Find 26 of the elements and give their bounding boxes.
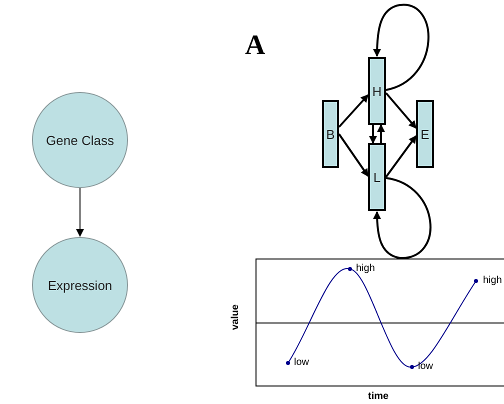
axis-label: time	[368, 391, 389, 402]
point-label: high	[483, 275, 502, 286]
arrow	[373, 177, 432, 259]
point-label: high	[356, 263, 375, 274]
arrow	[377, 124, 385, 143]
node-label: H	[372, 84, 382, 98]
node-label: Expression	[48, 278, 112, 292]
axis-label: value	[230, 304, 241, 330]
arrow	[373, 4, 430, 91]
point-label: low	[418, 361, 434, 372]
arrow	[369, 125, 377, 144]
arrow	[385, 135, 417, 178]
arrow	[338, 94, 369, 128]
node-label: Gene Class	[46, 132, 114, 148]
node-label: E	[420, 126, 430, 142]
node-label: B	[326, 126, 335, 142]
node-label: L	[373, 170, 381, 184]
state-box	[416, 100, 434, 168]
point-label: low	[294, 357, 310, 368]
state-box	[368, 57, 386, 125]
arrow	[338, 133, 369, 177]
state-box	[368, 143, 386, 211]
state-box	[322, 100, 339, 168]
arrow	[385, 92, 417, 129]
panel-letter: A	[245, 30, 266, 62]
arrow	[76, 188, 84, 237]
